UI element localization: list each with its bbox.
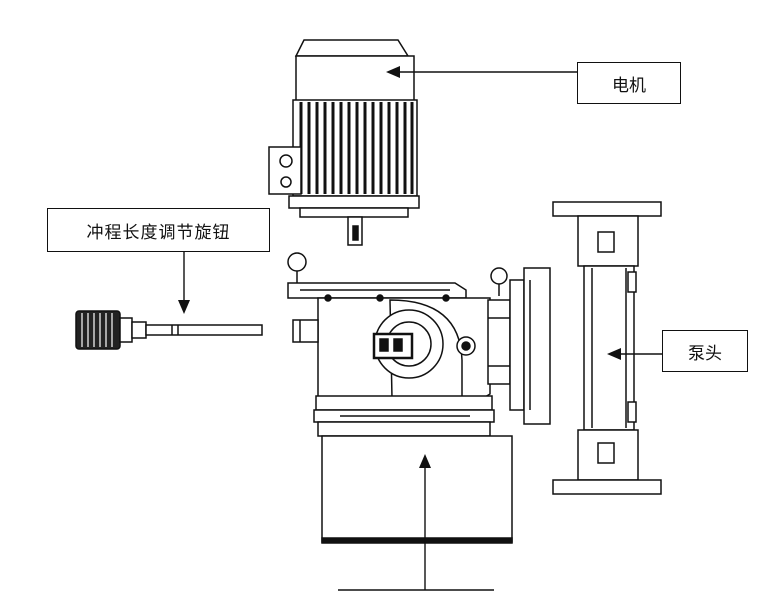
gearbox-drawing — [287, 252, 551, 437]
motor-arrow — [386, 66, 400, 78]
base-arrow — [419, 454, 431, 468]
leader-lines — [183, 71, 662, 591]
pump-head-arrow — [607, 348, 621, 360]
motor-label: 电机 — [577, 62, 681, 104]
base-drawing — [321, 435, 513, 544]
motor-drawing — [268, 39, 420, 246]
arrowheads — [178, 66, 621, 468]
knob-arrow — [178, 300, 190, 314]
pump-head-drawing — [552, 201, 662, 495]
pump-head-label: 泵头 — [662, 330, 748, 372]
stroke-knob-label: 冲程长度调节旋钮 — [47, 208, 270, 252]
stroke-knob-drawing — [75, 310, 263, 350]
